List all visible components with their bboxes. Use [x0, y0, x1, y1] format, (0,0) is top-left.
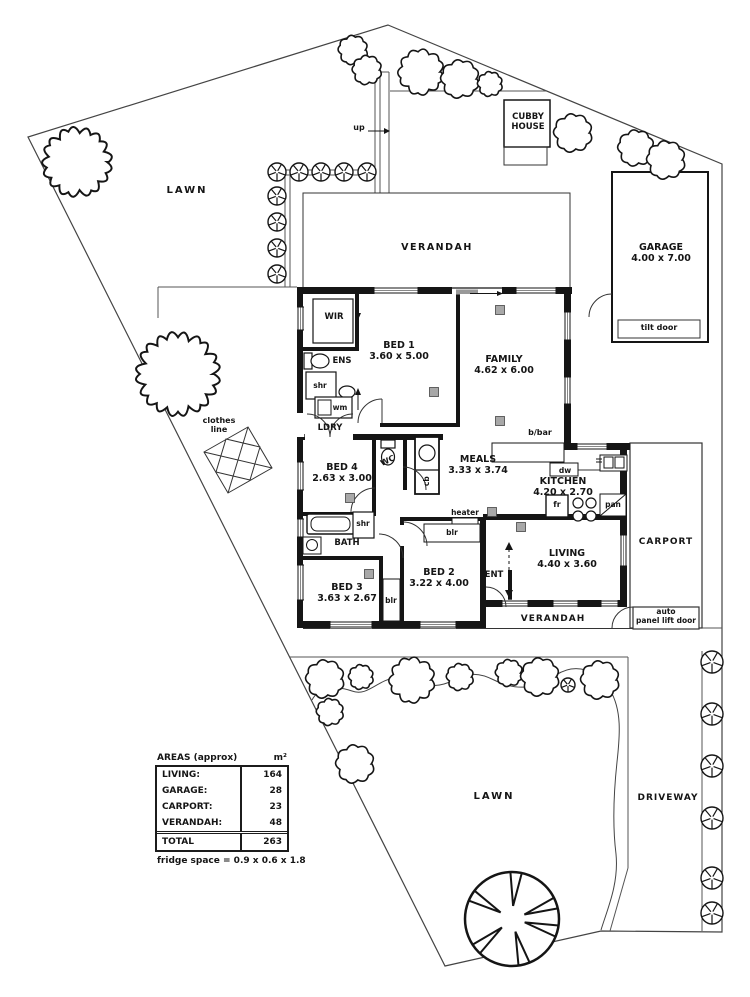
shrub-icon [700, 866, 724, 890]
areas-row-value: 23 [240, 799, 287, 815]
tree-icon [135, 331, 221, 417]
shrub-icon [700, 754, 724, 778]
shrub-icon [334, 162, 354, 182]
areas-header: AREAS (approx) m² [155, 753, 289, 765]
shrub-icon [311, 162, 331, 182]
tree-icon [439, 59, 480, 99]
areas-row-label: CARPORT: [162, 802, 213, 812]
areas-unit: m² [273, 753, 287, 763]
areas-row: LIVING: 164 [157, 767, 287, 783]
shrub-icon [700, 650, 724, 674]
tree-icon [494, 658, 523, 688]
areas-row-label: VERANDAH: [162, 818, 223, 828]
ceiling-vents-layer [345, 305, 526, 579]
tree-icon [347, 663, 374, 691]
shrub-icon [357, 162, 377, 182]
shrub-icon [700, 702, 724, 726]
vegetation-layer [41, 34, 724, 968]
tree-icon [41, 126, 113, 198]
tree-icon [552, 113, 593, 153]
tree-icon [645, 140, 686, 180]
shrub-icon [700, 806, 724, 830]
tree-icon [315, 697, 344, 727]
shrub-icon [267, 212, 287, 232]
shrub-icon [560, 677, 576, 693]
structures-layer [302, 99, 709, 630]
areas-row-value: 28 [240, 783, 287, 799]
windows-layer [296, 286, 628, 629]
areas-row: GARAGE: 28 [157, 783, 287, 799]
shrub-icon [267, 162, 287, 182]
areas-row-label: LIVING: [162, 770, 200, 780]
shrub-icon [267, 264, 287, 284]
tree-icon [579, 660, 620, 700]
fridge-space-note: fridge space = 0.9 x 0.6 x 1.8 [157, 856, 306, 866]
tree-icon [304, 659, 345, 699]
shrub-icon [267, 238, 287, 258]
areas-total-label: TOTAL [162, 837, 194, 847]
areas-title: AREAS (approx) [157, 753, 238, 763]
shrub-icon [267, 186, 287, 206]
door-swing-layer [306, 293, 634, 629]
feature-tree-icon [463, 870, 561, 968]
tree-icon [334, 744, 375, 784]
tree-icon [351, 54, 383, 86]
tree-icon [616, 129, 655, 167]
annotation-arrows-layer [355, 128, 513, 598]
shrub-icon [700, 901, 724, 925]
tree-icon [519, 657, 560, 697]
tree-icon [445, 662, 474, 692]
areas-total-row: TOTAL 263 [157, 831, 287, 850]
areas-row: CARPORT: 23 [157, 799, 287, 815]
areas-row-value: 164 [240, 767, 287, 783]
fixtures-layer [302, 298, 628, 622]
tree-icon [388, 656, 436, 704]
areas-total-value: 263 [240, 834, 287, 850]
areas-row-value: 48 [240, 815, 287, 831]
shrub-icon [289, 162, 309, 182]
areas-row: VERANDAH: 48 [157, 815, 287, 831]
areas-row-label: GARAGE: [162, 786, 208, 796]
tree-icon [476, 70, 503, 98]
tree-icon [397, 48, 445, 96]
